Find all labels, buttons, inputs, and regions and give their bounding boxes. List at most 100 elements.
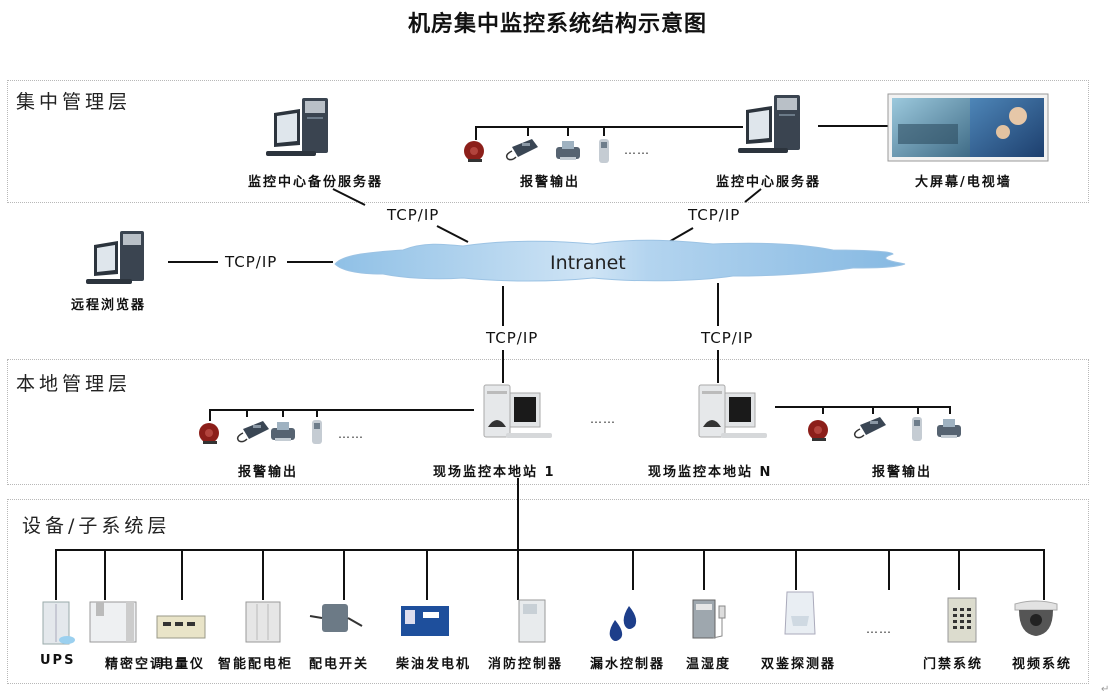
- device-drop-line: [703, 549, 705, 590]
- device-drop-line: [181, 549, 183, 600]
- device-drop-line: [888, 549, 890, 590]
- tcp-ip-stationN-label: TCP/IP: [701, 329, 754, 347]
- tcp-ip-center-label: TCP/IP: [688, 206, 741, 224]
- station-1-computer-icon: [483, 384, 552, 438]
- local-alarm-output-label-right: 报警输出: [872, 465, 933, 480]
- siren-icon: [808, 420, 828, 441]
- intranet-label: Intranet: [550, 252, 626, 274]
- layer-device-label: 设备/子系统层: [22, 515, 171, 537]
- device-drop-line: [426, 549, 428, 600]
- remote-browser-computer-icon: [86, 231, 144, 284]
- tcp-ip-backup-label: TCP/IP: [387, 206, 440, 224]
- center-server-label: 监控中心服务器: [716, 175, 822, 190]
- alarm-drop: [949, 406, 951, 414]
- tcp-ip-station1-label: TCP/IP: [486, 329, 539, 347]
- alarm-bus-central: [475, 126, 743, 128]
- device-label: 双鉴探测器: [761, 657, 837, 672]
- alarm-drop: [209, 409, 211, 421]
- diesel-generator-icon: [401, 606, 449, 636]
- device-drop-line: [55, 549, 57, 600]
- device-bus: [55, 549, 1043, 551]
- backup-cloud-link: [436, 225, 469, 243]
- temp-humidity-icon: [692, 599, 726, 639]
- mobile-phone-icon: [912, 417, 922, 441]
- device-drop-line: [262, 549, 264, 600]
- center-server-link: [744, 188, 762, 203]
- big-screen-label: 大屏幕/电视墙: [915, 175, 1012, 190]
- precision-ac-icon: [89, 601, 137, 643]
- local-alarm-output-label-left: 报警输出: [238, 465, 299, 480]
- backup-server-link: [332, 188, 366, 206]
- printer-icon: [556, 141, 580, 160]
- alarm-drop: [246, 409, 248, 417]
- return-mark: ↵: [1101, 684, 1110, 695]
- backup-server-label: 监控中心备份服务器: [248, 175, 384, 190]
- device-label: 消防控制器: [488, 657, 564, 672]
- device-label: UPS: [40, 653, 76, 668]
- central-alarm-output-label: 报警输出: [520, 175, 581, 190]
- siren-icon: [199, 423, 219, 444]
- device-label: 门禁系统: [923, 657, 984, 672]
- printer-icon: [937, 419, 961, 438]
- device-label: 漏水控制器: [590, 657, 666, 672]
- backup-server-computer-icon: [266, 98, 328, 156]
- device-drop-line: [1043, 549, 1045, 600]
- alarm-drop: [822, 406, 824, 414]
- alarm-drop: [282, 409, 284, 417]
- stations-ellipsis: ……: [590, 412, 616, 426]
- telephone-icon: [236, 421, 269, 443]
- video-camera-icon: [1014, 600, 1058, 636]
- intranet-cloud-icon: [334, 239, 906, 282]
- video-wall-image-icon: [887, 93, 1049, 162]
- device-drop-line: [517, 549, 519, 600]
- alarm-drop: [316, 409, 318, 417]
- layer-central-box: [7, 80, 1089, 203]
- mobile-phone-icon: [312, 420, 322, 444]
- ups-icon: [42, 601, 75, 645]
- siren-icon: [464, 141, 484, 162]
- fire-controller-icon: [518, 599, 546, 643]
- telephone-icon: [505, 139, 538, 161]
- station-n-label: 现场监控本地站 N: [648, 465, 773, 480]
- station-n-computer-icon: [698, 384, 767, 438]
- station-to-device-bus: [517, 478, 519, 550]
- device-drop-line: [795, 549, 797, 590]
- device-label: 配电开关: [309, 657, 370, 672]
- device-drop-line: [958, 549, 960, 590]
- power-meter-icon: [156, 615, 206, 639]
- device-label: 柴油发电机: [396, 657, 472, 672]
- alarm-drop: [567, 126, 569, 136]
- water-leak-icon: [609, 606, 637, 641]
- center-server-computer-icon: [738, 95, 800, 153]
- station-1-label: 现场监控本地站 1: [433, 465, 556, 480]
- device-label: 智能配电柜: [218, 657, 294, 672]
- alarm-drop: [917, 406, 919, 414]
- diagram-title: 机房集中监控系统结构示意图: [407, 12, 707, 37]
- alarm-bus-local-right: [775, 406, 950, 408]
- more-alarm-ellipsis: ……: [624, 143, 650, 157]
- alarm-bus-local-left: [209, 409, 474, 411]
- device-drop-line: [104, 549, 106, 600]
- remote-browser-label: 远程浏览器: [71, 298, 147, 313]
- layer-local-label: 本地管理层: [16, 373, 132, 395]
- layer-device-box: [7, 499, 1089, 684]
- alarm-drop: [603, 126, 605, 136]
- server-to-screen-line: [818, 125, 888, 127]
- device-label: 精密空调: [105, 657, 166, 672]
- layer-central-label: 集中管理层: [16, 91, 132, 113]
- alarm-drop: [872, 406, 874, 414]
- access-control-icon: [947, 597, 977, 643]
- layer-local-box: [7, 359, 1089, 485]
- device-label: 电量仪: [160, 657, 206, 672]
- device-drop-line: [343, 549, 345, 600]
- dual-detector-icon: [784, 591, 816, 635]
- device-label: 视频系统: [1012, 657, 1073, 672]
- device-label: 温湿度: [686, 657, 732, 672]
- telephone-icon: [853, 417, 886, 439]
- smart-cabinet-icon: [245, 601, 281, 643]
- more-devices-ellipsis: ……: [866, 622, 892, 636]
- device-drop-line: [632, 549, 634, 590]
- mobile-phone-icon: [599, 139, 609, 163]
- tcp-ip-remote-label: TCP/IP: [225, 253, 278, 271]
